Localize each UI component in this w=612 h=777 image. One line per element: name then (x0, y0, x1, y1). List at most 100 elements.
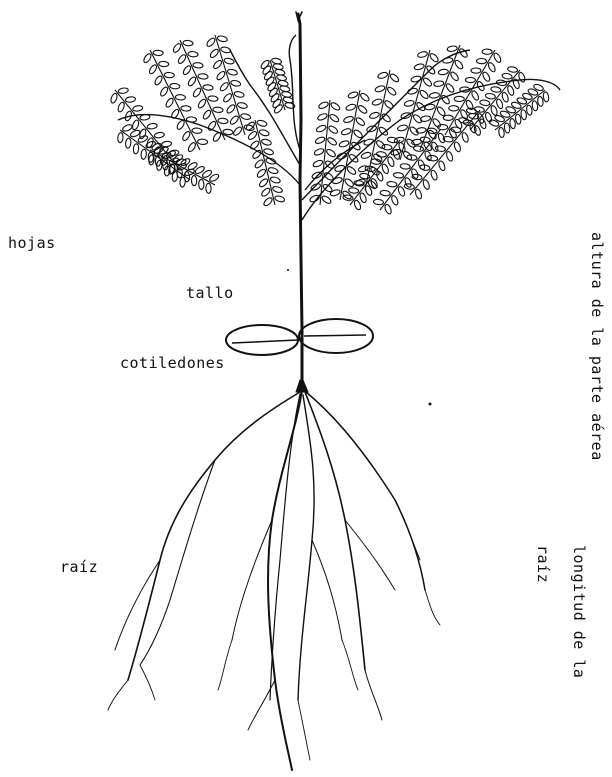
leaflet (410, 75, 421, 83)
leaflet (187, 76, 197, 87)
leaflet (175, 94, 185, 100)
leaflet (499, 110, 510, 118)
leaflet (274, 195, 285, 203)
leaflet (263, 148, 274, 156)
leaflet (422, 77, 433, 88)
leaflet (272, 186, 283, 194)
leaflet (373, 199, 384, 205)
leaflet (465, 77, 475, 82)
leaflet (237, 102, 248, 109)
leaflet (359, 192, 368, 203)
leaflet (197, 139, 207, 145)
leaflet (374, 85, 385, 93)
stem-drawing (296, 12, 308, 392)
leaflet (125, 138, 131, 148)
leaflet (170, 83, 180, 89)
leaflet (471, 68, 481, 73)
leaflet (532, 100, 539, 111)
leaflet (217, 35, 228, 42)
leaflet (224, 57, 235, 64)
leaflet (383, 99, 394, 110)
speck-marks (287, 269, 432, 406)
leaflet (355, 116, 366, 126)
leaflet (491, 86, 502, 93)
leaflet (369, 111, 380, 119)
leaflet (220, 46, 231, 53)
leaflet (265, 157, 276, 165)
leaflet (445, 151, 453, 162)
leaflet (259, 129, 270, 137)
leaflet (429, 92, 440, 99)
leaflet (482, 49, 492, 54)
leaflet (543, 92, 550, 103)
leaflet (449, 106, 459, 111)
leaflet (317, 112, 328, 121)
leaflet (234, 91, 245, 98)
leaflet (230, 80, 241, 87)
leaflet (226, 103, 237, 114)
leaflet (191, 176, 196, 186)
leaflet (364, 185, 373, 196)
leaflet (479, 99, 490, 106)
leaflet (509, 118, 516, 129)
leaflet (330, 189, 341, 197)
leaflet (477, 113, 485, 124)
leaflet (256, 168, 267, 179)
leaflet (263, 196, 274, 207)
leaflet (382, 144, 393, 150)
leaflet (430, 170, 438, 181)
leaflet (393, 172, 404, 178)
leaflet (310, 182, 321, 191)
leaflet (227, 69, 238, 76)
leaflet (254, 159, 265, 170)
label-aerial-height: altura de la parte aérea (589, 232, 604, 461)
leaflet (132, 105, 143, 112)
leaflet (387, 137, 398, 143)
leaflet (526, 105, 533, 116)
leaflet (249, 140, 260, 151)
leaflet (247, 130, 258, 141)
leaflet (447, 45, 458, 52)
leaflet (345, 103, 356, 111)
leaflet (495, 98, 503, 109)
leaflet (387, 156, 396, 167)
leaflet (380, 190, 391, 196)
leaflet (404, 177, 413, 188)
leaflet (251, 149, 262, 160)
leaflet (507, 66, 518, 73)
leaflet (203, 84, 213, 90)
leaflet (207, 120, 217, 131)
leaflet (141, 149, 147, 159)
leaflet (372, 98, 383, 106)
leaflet (420, 137, 431, 143)
leaflet (122, 123, 133, 132)
leaflet (343, 115, 354, 123)
leaflet (353, 129, 364, 139)
leaflet (501, 92, 509, 103)
leaflet (240, 113, 251, 120)
leaflet (202, 109, 212, 120)
leaflet (198, 73, 208, 79)
leaflet (443, 115, 453, 120)
leaflet (110, 93, 118, 104)
leaflet (131, 119, 139, 130)
leaflet (208, 96, 218, 102)
pinna-rachis (255, 120, 275, 205)
leaflet (192, 87, 202, 98)
roots-drawing (108, 390, 440, 770)
leaflet (454, 96, 464, 101)
leaflet (537, 96, 544, 107)
leaflet (197, 98, 207, 109)
leaflet (381, 113, 392, 124)
leaflet (336, 152, 347, 160)
leaflet (159, 86, 169, 97)
leaflet (164, 72, 174, 78)
leaflet (482, 71, 491, 82)
leaflet (412, 113, 423, 124)
leaflet (413, 145, 424, 151)
leaflet (316, 124, 327, 133)
cotyledons-drawing (226, 319, 373, 355)
leaflet (186, 117, 196, 123)
leaflet (321, 195, 332, 205)
leaflet (390, 195, 399, 206)
